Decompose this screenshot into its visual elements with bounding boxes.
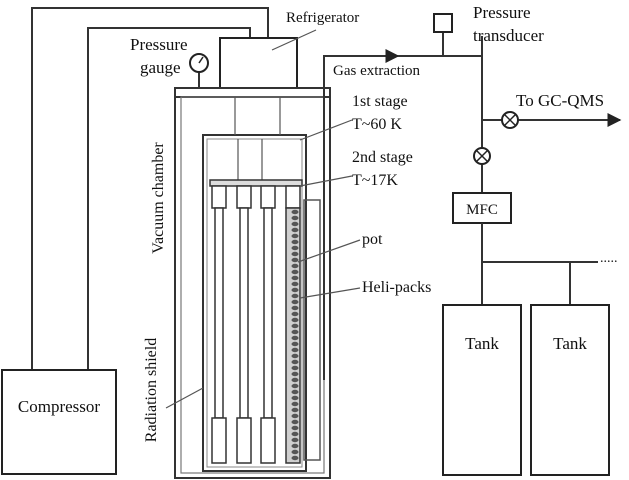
tank-1	[442, 304, 522, 476]
compressor-pipe-inner	[87, 27, 251, 370]
mfc-label: MFC	[466, 202, 498, 218]
first-stage-leader	[299, 119, 353, 141]
heli-pack-bead	[291, 281, 299, 287]
heli-pack-bead	[291, 353, 299, 359]
heli-pack-bead	[291, 209, 299, 215]
heli-pack-bead	[291, 257, 299, 263]
refrigerator-label: Refrigerator	[286, 10, 359, 26]
tank-2	[530, 304, 610, 476]
column-3	[260, 185, 276, 464]
radiation-shield-leader	[165, 387, 204, 409]
radiation-shield-inner	[206, 138, 303, 468]
heli-pack-bead	[291, 437, 299, 443]
heli-packs-texture	[291, 209, 299, 461]
radiation-shield	[202, 134, 307, 472]
heli-pack-bead	[291, 293, 299, 299]
heli-pack-bead	[291, 359, 299, 365]
heli-pack-bead	[291, 299, 299, 305]
heli-pack-bead	[291, 233, 299, 239]
gas-extraction-line	[323, 49, 400, 380]
heli-pack-bead	[291, 329, 299, 335]
second-stage-label-2: T~17K	[352, 172, 398, 189]
heli-pack-bead	[291, 317, 299, 323]
column-2	[236, 185, 252, 464]
heli-pack-bead	[291, 389, 299, 395]
vacuum-chamber-label: Vacuum chamber	[150, 142, 167, 254]
pressure-transducer-label-1: Pressure	[473, 3, 531, 22]
refrigerator-box	[219, 37, 298, 89]
heli-pack-bead	[291, 365, 299, 371]
heli-pack-bead	[291, 443, 299, 449]
heli-pack-bead	[291, 215, 299, 221]
second-stage-plate	[209, 179, 303, 187]
heli-pack-bead	[291, 263, 299, 269]
heli-pack-bead	[291, 413, 299, 419]
heli-pack-bead	[291, 341, 299, 347]
compressor-pipe-outer	[31, 7, 269, 370]
tank-2-label: Tank	[553, 334, 587, 353]
heli-packs-leader	[299, 287, 361, 299]
gc-qms-valve-icon	[501, 111, 519, 129]
pressure-gauge-label-1: Pressure	[130, 35, 188, 54]
compressor-label: Compressor	[18, 397, 101, 416]
pressure-gauge-needle	[198, 56, 204, 64]
heli-pack-bead	[291, 251, 299, 257]
heli-pack-bead	[291, 395, 299, 401]
pressure-gauge-label-2: gauge	[140, 58, 181, 77]
pot-label: pot	[362, 231, 383, 248]
pressure-transducer-label-2: transducer	[473, 26, 544, 45]
gas-extraction-label: Gas extraction	[333, 63, 421, 79]
refrigerator-leader	[271, 29, 317, 51]
radiation-shield-label: Radiation shield	[143, 338, 160, 442]
heli-pack-bead	[291, 431, 299, 437]
heli-pack-bead	[291, 311, 299, 317]
heli-pack-bead	[291, 401, 299, 407]
heli-pack-bead	[291, 383, 299, 389]
heli-pack-bead	[291, 221, 299, 227]
heli-pack-bead	[291, 371, 299, 377]
manifold-ellipsis: .....	[600, 251, 618, 266]
second-stage-leader	[299, 175, 353, 187]
heli-pack-bead	[291, 449, 299, 455]
first-stage-label-1: 1st stage	[352, 93, 408, 110]
heli-pack-bead	[291, 323, 299, 329]
heli-pack-bead	[291, 305, 299, 311]
to-gc-qms-label: To GC-QMS	[516, 91, 604, 110]
heli-pack-bead	[291, 335, 299, 341]
heli-pack-bead	[291, 275, 299, 281]
heli-packs-label: Heli-packs	[362, 279, 431, 296]
heli-pack-bead	[291, 377, 299, 383]
tank-1-label: Tank	[465, 334, 499, 353]
heli-pack-bead	[291, 269, 299, 275]
heli-pack-bead	[291, 347, 299, 353]
heli-pack-bead	[291, 245, 299, 251]
heli-pack-bead	[291, 407, 299, 413]
second-stage-label-1: 2nd stage	[352, 149, 413, 166]
column-1	[211, 185, 227, 464]
compressor-box	[1, 369, 117, 475]
pot-leader	[297, 239, 361, 263]
heli-pack-bead	[291, 287, 299, 293]
pressure-transducer-box	[433, 13, 453, 33]
pot-bar	[303, 199, 321, 461]
heli-pack-bead	[291, 419, 299, 425]
heli-pack-bead	[291, 239, 299, 245]
first-stage-label-2: T~60 K	[352, 116, 402, 133]
heli-pack-bead	[291, 455, 299, 461]
heli-pack-bead	[291, 425, 299, 431]
main-valve-icon	[473, 147, 491, 165]
heli-pack-bead	[291, 227, 299, 233]
